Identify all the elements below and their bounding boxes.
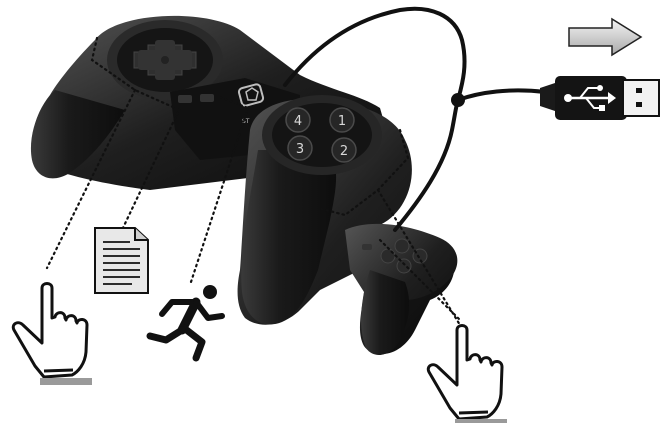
select-button[interactable] (178, 95, 192, 103)
start-button[interactable] (200, 94, 214, 102)
pointing-hand-icon-2 (428, 326, 507, 423)
pointing-hand-icon (13, 284, 92, 386)
svg-text:1: 1 (338, 114, 346, 129)
right-arrow-icon (569, 19, 641, 55)
svg-text:2: 2 (340, 144, 348, 159)
svg-text:3: 3 (296, 142, 304, 157)
cable-junction (451, 93, 465, 107)
gamepad-front (238, 95, 458, 355)
button-3[interactable]: 3 (288, 136, 312, 160)
svg-text:4: 4 (294, 114, 302, 129)
button-1[interactable]: 1 (330, 108, 354, 132)
document-icon (95, 228, 148, 293)
button-4[interactable]: 4 (286, 108, 310, 132)
running-person-icon (150, 285, 222, 358)
button-2[interactable]: 2 (332, 138, 356, 162)
